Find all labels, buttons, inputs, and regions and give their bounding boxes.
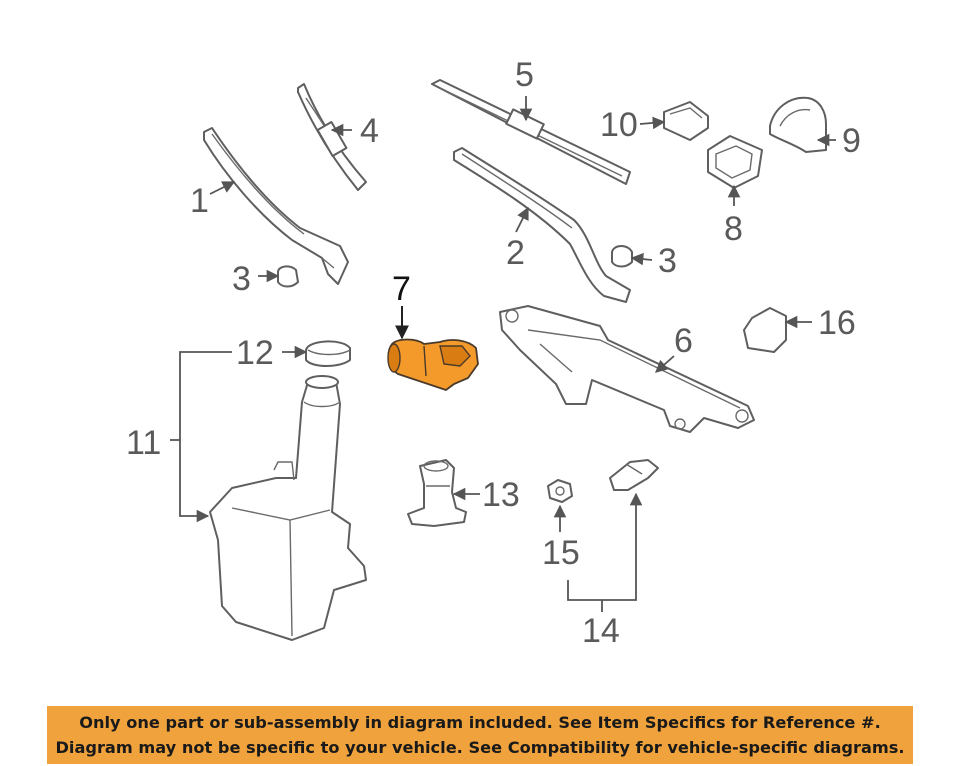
label-3-right: 3 xyxy=(658,242,677,280)
label-7: 7 xyxy=(392,270,411,308)
part-8-module xyxy=(707,135,763,189)
label-13: 13 xyxy=(482,476,520,514)
part-2-wiper-arm-right xyxy=(453,147,631,303)
leader-1 xyxy=(209,181,236,195)
leader-lines xyxy=(170,96,836,612)
part-6-linkage xyxy=(499,305,755,433)
label-2: 2 xyxy=(506,234,525,272)
disclaimer-banner: Only one part or sub-assembly in diagram… xyxy=(47,706,913,764)
callout-labels: 1 4 5 2 3 3 10 8 9 16 6 7 12 11 13 15 14 xyxy=(126,56,861,650)
label-8: 8 xyxy=(724,210,743,248)
disclaimer-line-2: Diagram may not be specific to your vehi… xyxy=(55,738,905,757)
part-10-bracket xyxy=(663,101,709,141)
part-1-wiper-arm-left xyxy=(203,127,349,285)
part-3-cap-right xyxy=(611,245,633,268)
label-10: 10 xyxy=(600,106,638,144)
leader-11 xyxy=(179,351,232,523)
part-4-wiper-blade-left xyxy=(297,83,367,191)
label-5: 5 xyxy=(515,56,534,94)
label-11: 11 xyxy=(126,424,161,462)
label-14: 14 xyxy=(582,612,620,650)
part-16-bracket xyxy=(743,307,787,353)
part-5-wiper-blade-right xyxy=(431,79,631,185)
part-3-cap-left xyxy=(277,265,299,288)
part-14-grommet xyxy=(609,459,659,491)
leader-6 xyxy=(655,355,675,373)
part-11-reservoir xyxy=(209,375,367,641)
label-12: 12 xyxy=(236,334,274,372)
part-9-cover xyxy=(769,96,827,153)
label-1: 1 xyxy=(190,182,209,220)
leader-3-right xyxy=(630,252,653,266)
parts-diagram: 1 4 5 2 3 3 10 8 9 16 6 7 12 11 13 15 14 xyxy=(126,56,861,650)
disclaimer-line-1: Only one part or sub-assembly in diagram… xyxy=(79,713,881,732)
label-4: 4 xyxy=(360,112,379,150)
part-13-washer-pump xyxy=(407,459,467,527)
label-15: 15 xyxy=(542,534,580,572)
leader-10 xyxy=(639,116,666,130)
part-7-wiper-motor xyxy=(387,338,479,391)
label-3-left: 3 xyxy=(232,260,251,298)
label-16: 16 xyxy=(818,304,856,342)
label-9: 9 xyxy=(842,122,861,160)
label-6: 6 xyxy=(674,322,693,360)
part-12-cap xyxy=(305,340,351,367)
part-15-nut xyxy=(547,479,573,503)
leader-2 xyxy=(515,206,529,233)
